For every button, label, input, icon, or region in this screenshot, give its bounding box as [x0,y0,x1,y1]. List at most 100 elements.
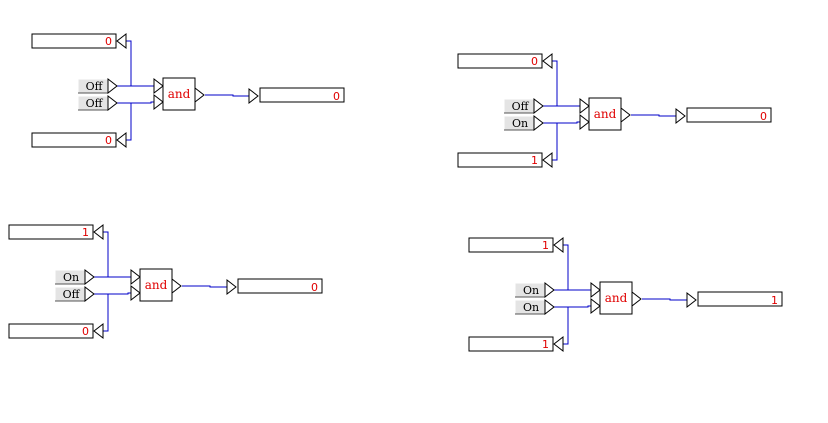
gate-body[interactable] [139,268,173,302]
output-pin-icon [84,268,95,286]
probe-value: 0 [82,325,89,338]
toggle-label: Off [512,100,530,113]
wire [103,231,109,277]
toggle-face[interactable] [55,270,85,284]
gate-input-pin-icon [579,113,590,131]
and-gate[interactable]: and [130,268,182,302]
toggle-face[interactable] [78,79,108,93]
gate-body[interactable] [162,77,196,111]
probe-display [457,53,543,69]
gate-label: and [605,291,628,305]
gate-output-pin-icon [631,290,642,308]
probe-display [8,224,94,240]
probe-top: 1 [468,236,564,254]
gate-body[interactable] [599,281,633,315]
gate-input-pin-icon [579,97,590,115]
toggle-bevel [514,282,545,297]
toggle-face[interactable] [515,300,545,314]
wire [205,94,250,97]
input-a-toggle[interactable]: Off [503,97,544,115]
toggle-label: On [523,301,539,314]
input-b-toggle[interactable]: On [514,298,555,316]
gate-input-pin-icon [590,297,601,315]
wire [117,101,154,104]
output-display: 0 [675,107,772,125]
output-pin-icon [107,77,118,95]
wire [103,294,109,332]
gate-output-pin-icon [194,86,205,104]
probe-connector-icon [553,335,564,353]
probe-bottom: 1 [457,151,553,169]
probe-connector-icon [93,322,104,340]
probe-display [468,237,554,253]
output-display: 1 [686,291,783,309]
input-b-toggle[interactable]: On [503,114,544,132]
output-pin-icon [84,285,95,303]
gate-input-pin-icon [130,268,141,286]
wire [563,244,569,290]
wire [563,307,569,345]
probe-bottom: 1 [468,335,564,353]
wire [554,305,591,308]
wire [126,40,132,86]
probe-value: 1 [542,239,549,252]
output-value: 0 [311,281,318,294]
and-gate[interactable]: and [590,281,642,315]
output-pin-icon [544,298,555,316]
input-b-toggle[interactable]: Off [54,285,95,303]
probe-top: 1 [8,223,104,241]
input-a-toggle[interactable]: On [54,268,95,286]
output-value: 0 [333,90,340,103]
probe-top: 0 [31,32,127,50]
and-gate[interactable]: and [579,97,631,131]
wire [543,121,580,124]
gate-input-pin-icon [590,281,601,299]
toggle-bevel [503,115,534,130]
probe-value: 1 [82,226,89,239]
gate-label: and [168,87,191,101]
output-box [259,87,345,103]
wire [552,60,558,106]
probe-display [31,132,117,148]
wire [552,123,558,161]
toggle-face[interactable] [504,116,534,130]
wire [182,285,228,288]
and-gate[interactable]: and [153,77,205,111]
gate-label: and [594,107,617,121]
output-value: 1 [771,294,778,307]
probe-display [468,336,554,352]
toggle-bevel [54,286,85,301]
output-connector-icon [226,278,237,296]
probe-display [31,33,117,49]
probe-top: 0 [457,52,553,70]
toggle-label: Off [63,288,81,301]
toggle-face[interactable] [55,287,85,301]
output-connector-icon [248,87,259,105]
output-pin-icon [533,97,544,115]
output-display: 0 [226,278,323,296]
gate-input-pin-icon [153,93,164,111]
input-b-toggle[interactable]: Off [77,94,118,112]
wire [126,103,132,141]
wire [642,298,688,301]
probe-value: 0 [105,35,112,48]
probe-value: 1 [531,154,538,167]
probe-display [457,152,543,168]
toggle-bevel [77,78,108,93]
probe-value: 0 [105,134,112,147]
toggle-face[interactable] [515,283,545,297]
toggle-bevel [503,98,534,113]
probe-connector-icon [116,131,127,149]
gate-output-pin-icon [171,277,182,295]
toggle-face[interactable] [504,99,534,113]
gate-input-pin-icon [153,77,164,95]
probe-display [8,323,94,339]
toggle-face[interactable] [78,96,108,110]
input-a-toggle[interactable]: Off [77,77,118,95]
input-a-toggle[interactable]: On [514,281,555,299]
